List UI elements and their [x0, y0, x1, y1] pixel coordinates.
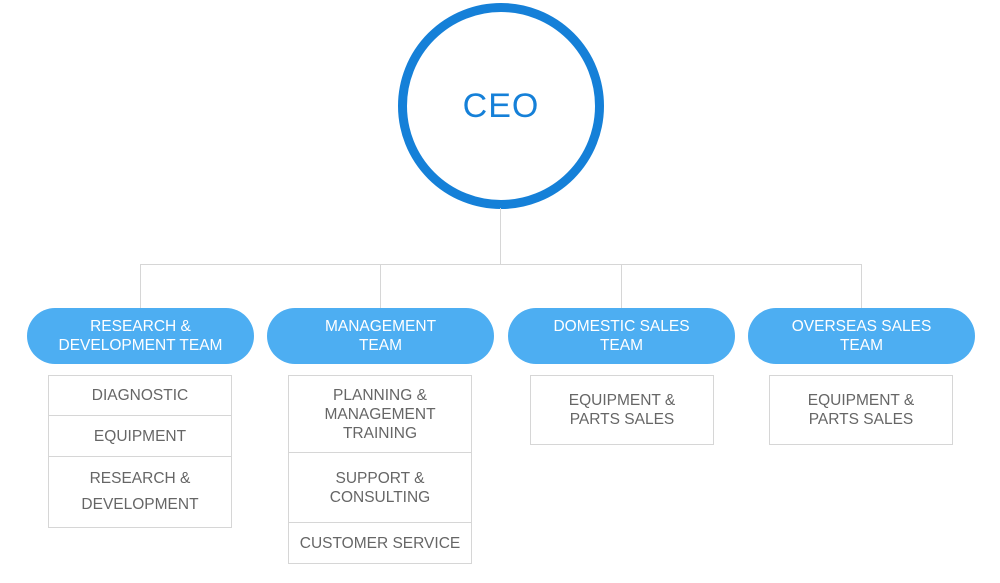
unit-list-domestic-sales: EQUIPMENT & PARTS SALES — [530, 375, 714, 445]
team-research-development: RESEARCH & DEVELOPMENT TEAM — [27, 308, 254, 364]
unit-list-research-development: DIAGNOSTIC EQUIPMENT RESEARCH & DEVELOPM… — [48, 375, 232, 528]
team-management: MANAGEMENT TEAM — [267, 308, 494, 364]
unit-item: SUPPORT & CONSULTING — [288, 453, 472, 523]
ceo-node: CEO — [398, 3, 604, 209]
team-bus-line — [140, 264, 862, 265]
unit-list-management: PLANNING & MANAGEMENT TRAINING SUPPORT &… — [288, 375, 472, 564]
unit-item: EQUIPMENT & PARTS SALES — [769, 375, 953, 445]
unit-list-overseas-sales: EQUIPMENT & PARTS SALES — [769, 375, 953, 445]
team-drop-line-3 — [621, 264, 622, 308]
ceo-label: CEO — [462, 86, 540, 125]
team-overseas-sales: OVERSEAS SALES TEAM — [748, 308, 975, 364]
unit-item: EQUIPMENT — [48, 416, 232, 457]
unit-item: EQUIPMENT & PARTS SALES — [530, 375, 714, 445]
unit-item: PLANNING & MANAGEMENT TRAINING — [288, 375, 472, 453]
unit-item: DIAGNOSTIC — [48, 375, 232, 416]
unit-item: RESEARCH & DEVELOPMENT — [48, 457, 232, 528]
ceo-connector — [500, 208, 501, 264]
unit-item: CUSTOMER SERVICE — [288, 523, 472, 564]
team-domestic-sales: DOMESTIC SALES TEAM — [508, 308, 735, 364]
team-drop-line-1 — [140, 264, 141, 308]
team-drop-line-4 — [861, 264, 862, 308]
team-drop-line-2 — [380, 264, 381, 308]
